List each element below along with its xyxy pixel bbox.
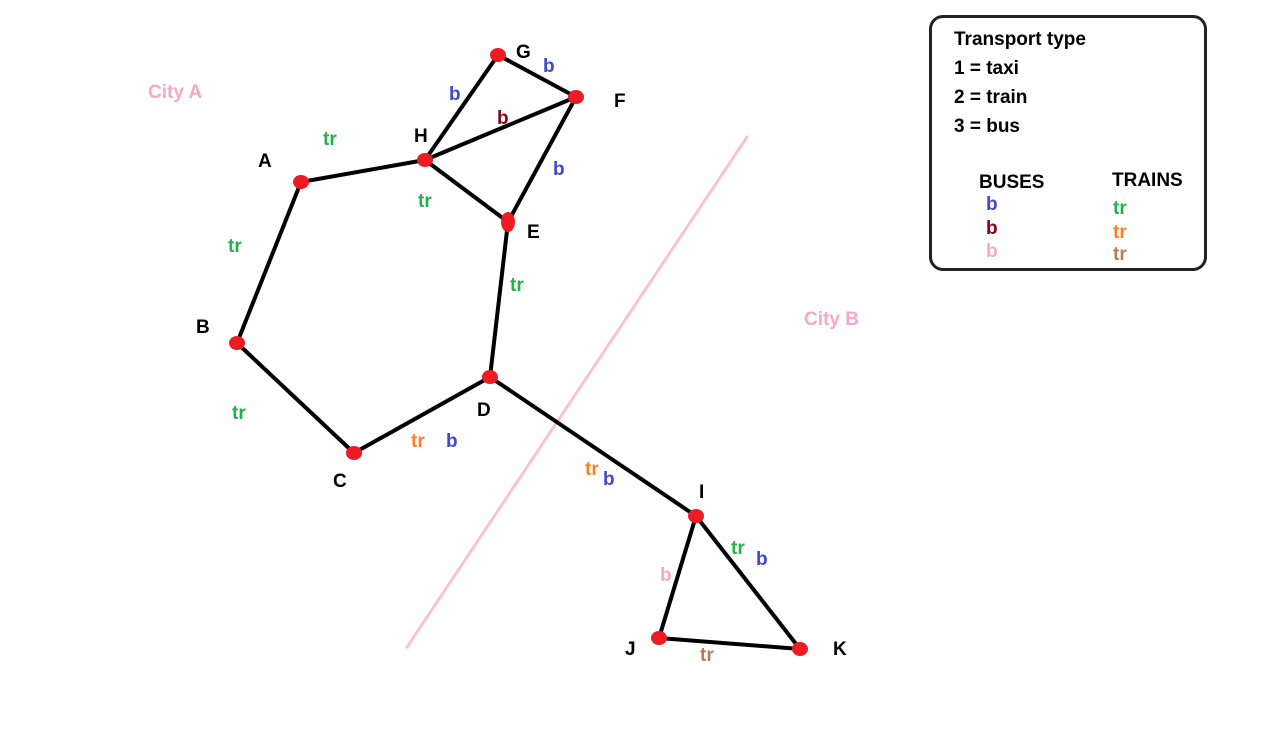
node-label-d: D [477, 400, 491, 421]
edge-label-i-k-bus: b [756, 549, 768, 570]
edges-layer [235, 53, 802, 651]
edge-g-f [496, 53, 578, 99]
legend-buses-header: BUSES [979, 172, 1045, 193]
edge-d-i [488, 375, 698, 518]
legend-item-train: 2 = train [954, 87, 1028, 108]
node-c [346, 446, 362, 460]
edge-label-i-j-bus: b [660, 565, 672, 586]
node-f [568, 90, 584, 104]
edge-label-j-k-train: tr [700, 645, 714, 666]
node-label-c: C [333, 471, 347, 492]
legend-bus-entry-0: b [986, 194, 998, 215]
city-a-label: City A [148, 82, 202, 103]
edge-c-d [352, 375, 492, 455]
legend-train-entry-2: tr [1113, 244, 1127, 265]
legend-item-bus: 3 = bus [954, 116, 1020, 137]
node-label-i: I [699, 482, 704, 503]
nodes-layer [229, 48, 808, 656]
node-label-g: G [516, 42, 531, 63]
edge-label-d-i-bus: b [603, 469, 615, 490]
edge-label-f-e-bus: b [553, 159, 565, 180]
transport-legend: Transport type 1 = taxi 2 = train 3 = bu… [929, 15, 1207, 271]
edge-label-a-h-train: tr [323, 129, 337, 150]
edge-i-j [657, 514, 698, 640]
node-d [482, 370, 498, 384]
edge-label-c-d-bus: b [446, 431, 458, 452]
edge-f-e [506, 95, 578, 224]
node-k [792, 642, 808, 656]
edge-h-e [423, 158, 510, 224]
legend-bus-entry-1: b [986, 218, 998, 239]
edge-label-i-k-train: tr [731, 538, 745, 559]
edge-label-g-f-bus: b [543, 56, 555, 77]
node-e [501, 212, 515, 232]
edge-label-d-e-train: tr [510, 275, 524, 296]
legend-train-entry-0: tr [1113, 198, 1127, 219]
node-label-e: E [527, 222, 540, 243]
edge-label-h-e-train: tr [418, 191, 432, 212]
city-border-line [405, 135, 749, 649]
city-b-label: City B [804, 309, 859, 330]
edge-label-a-b-train: tr [228, 236, 242, 257]
edge-label-h-f-bus: b [497, 108, 509, 129]
edge-label-h-g-bus: b [449, 84, 461, 105]
node-label-b: B [196, 317, 210, 338]
node-i [688, 509, 704, 523]
edge-i-k [694, 514, 802, 651]
edge-a-h [299, 158, 427, 184]
edge-d-e [488, 220, 510, 379]
legend-train-entry-1: tr [1113, 222, 1127, 243]
edge-h-f [423, 95, 578, 162]
node-h [417, 153, 433, 167]
node-b [229, 336, 245, 350]
edge-h-g [423, 53, 500, 162]
node-j [651, 631, 667, 645]
edge-j-k [657, 636, 802, 651]
edge-label-b-c-train: tr [232, 403, 246, 424]
node-label-j: J [625, 639, 636, 660]
edge-label-d-i-train: tr [585, 459, 599, 480]
node-label-k: K [833, 639, 847, 660]
node-label-f: F [614, 91, 626, 112]
legend-bus-entry-2: b [986, 241, 998, 262]
edge-b-c [235, 341, 356, 455]
legend-trains-header: TRAINS [1112, 170, 1183, 191]
legend-title: Transport type [954, 29, 1086, 50]
edge-a-b [235, 180, 303, 345]
edge-label-c-d-train: tr [411, 431, 425, 452]
node-g [490, 48, 506, 62]
node-a [293, 175, 309, 189]
node-label-a: A [258, 151, 272, 172]
node-label-h: H [414, 126, 428, 147]
legend-item-taxi: 1 = taxi [954, 58, 1019, 79]
